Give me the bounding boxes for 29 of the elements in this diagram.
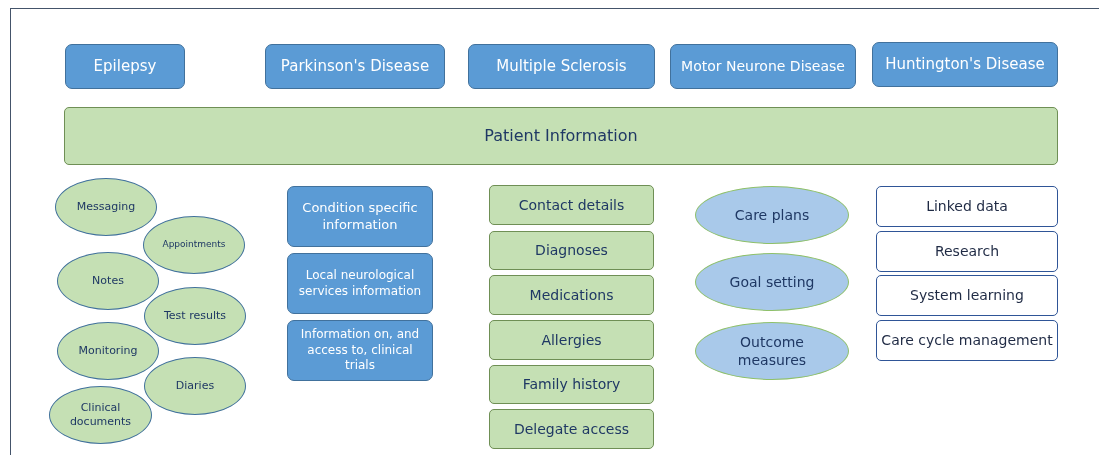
condition-box: Epilepsy	[65, 44, 185, 89]
condition-box: Huntington's Disease	[872, 42, 1058, 87]
feature-ellipse: Test results	[144, 287, 246, 345]
condition-box: Parkinson's Disease	[265, 44, 445, 89]
care-ellipse: Goal setting	[695, 253, 849, 311]
capability-box: System learning	[876, 275, 1058, 316]
info-box: Family history	[489, 365, 654, 404]
feature-ellipse: Diaries	[144, 357, 246, 415]
condition-box: Condition specific information	[287, 186, 433, 247]
feature-ellipse: Appointments	[143, 216, 245, 274]
feature-ellipse: Notes	[57, 252, 159, 310]
info-box: Contact details	[489, 185, 654, 225]
capability-box: Care cycle management	[876, 320, 1058, 361]
condition-box: Local neurological services information	[287, 253, 433, 314]
capability-box: Research	[876, 231, 1058, 272]
info-box: Delegate access	[489, 409, 654, 449]
feature-ellipse: Clinical documents	[49, 386, 152, 444]
condition-box: Information on, and access to, clinical trials	[287, 320, 433, 381]
info-box: Medications	[489, 275, 654, 315]
feature-ellipse: Monitoring	[57, 322, 159, 380]
info-box: Diagnoses	[489, 231, 654, 270]
care-ellipse: Outcome measures	[695, 322, 849, 380]
capability-box: Linked data	[876, 186, 1058, 227]
feature-ellipse: Messaging	[55, 178, 157, 236]
condition-box: Motor Neurone Disease	[670, 44, 856, 89]
care-ellipse: Care plans	[695, 186, 849, 244]
info-box: Allergies	[489, 320, 654, 360]
info-box: Patient Information	[64, 107, 1058, 165]
condition-box: Multiple Sclerosis	[468, 44, 655, 89]
